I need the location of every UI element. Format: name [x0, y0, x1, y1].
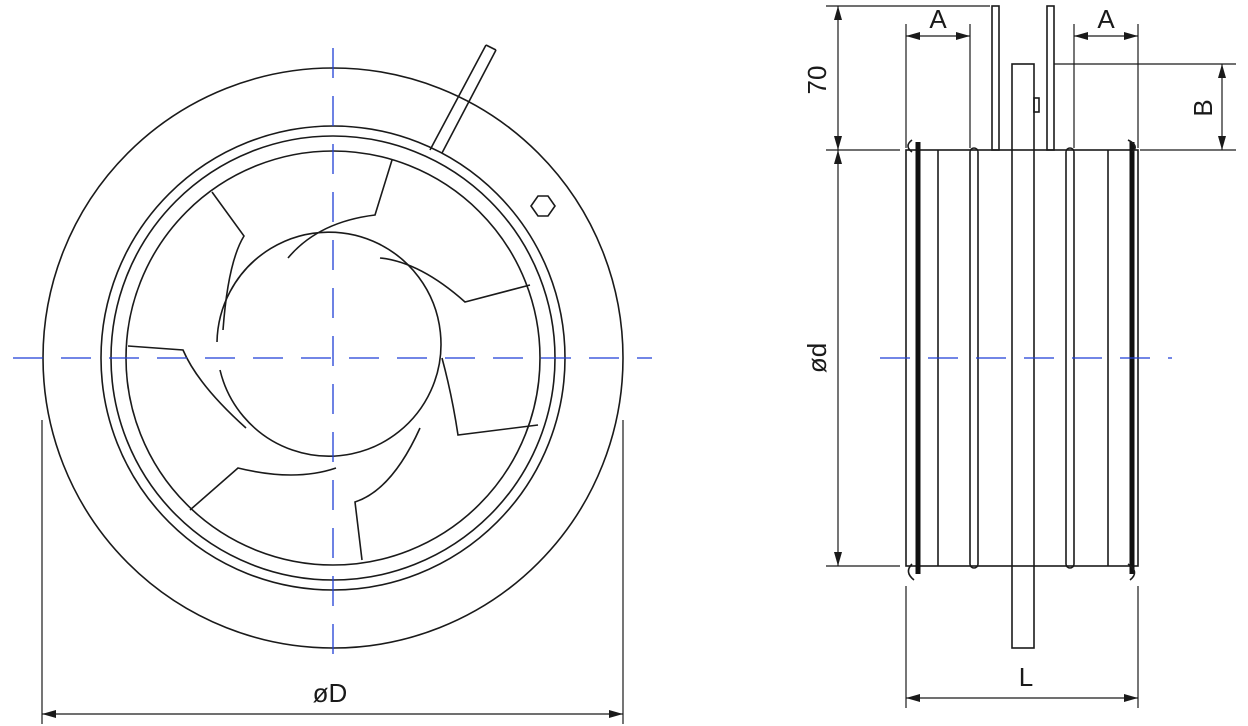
blade-1	[211, 191, 245, 331]
blade-4	[127, 345, 247, 429]
blade-3	[379, 257, 531, 303]
gasket-cap-tr	[1127, 139, 1136, 153]
l-label: L	[1019, 662, 1033, 692]
id-label: ød	[802, 343, 832, 373]
a-left-label: A	[929, 4, 947, 34]
blade-2	[287, 159, 393, 259]
damper-blades	[127, 159, 539, 561]
lever-left	[991, 5, 1000, 151]
center-plate	[1011, 63, 1035, 649]
lever-right	[1046, 5, 1055, 151]
a-right-label: A	[1097, 4, 1115, 34]
od-label: øD	[313, 678, 348, 708]
front-view: øD	[13, 44, 652, 724]
small-tab	[1033, 97, 1040, 113]
gasket-cap-br	[1127, 563, 1136, 581]
hex-nut-icon	[530, 195, 556, 217]
blade-6	[354, 427, 421, 561]
lever	[429, 44, 497, 154]
blade-5	[189, 467, 337, 511]
height-label: 70	[802, 66, 832, 95]
gasket-cap-bl	[907, 563, 915, 581]
blade-7	[441, 357, 539, 436]
b-label: B	[1188, 99, 1218, 116]
hub-arc	[216, 231, 442, 457]
gasket-cap-tl	[907, 139, 913, 153]
side-view: ød 70 A A B L	[802, 4, 1236, 708]
